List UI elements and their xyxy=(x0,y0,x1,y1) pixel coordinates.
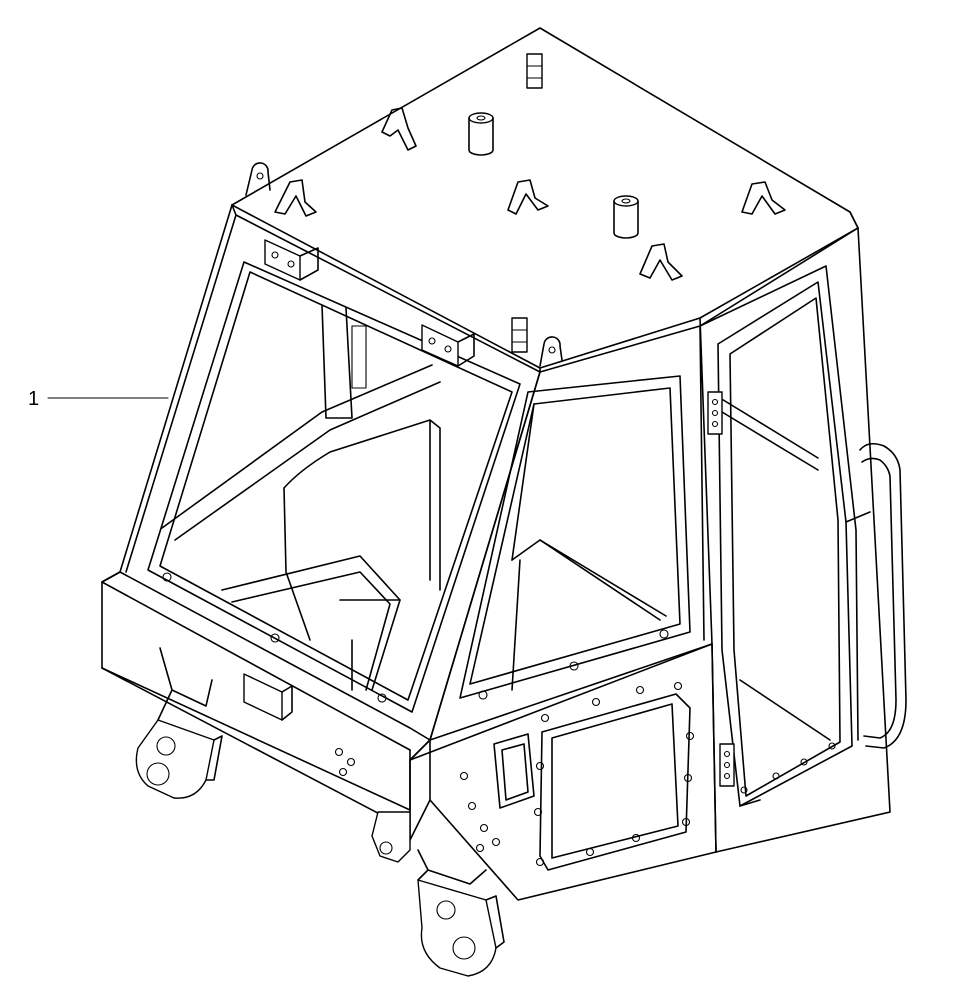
roof-cylinder-left xyxy=(468,112,494,156)
roof-bracket-2 xyxy=(274,179,317,217)
side-frame xyxy=(409,211,891,901)
lifting-eye-front xyxy=(539,336,563,367)
grab-handle xyxy=(859,442,907,749)
roof-bracket-4 xyxy=(741,181,786,215)
roof-block-front xyxy=(511,317,528,353)
roof-bracket-5 xyxy=(639,243,683,281)
rear-door-frame xyxy=(699,265,871,807)
roof-cylinder-right xyxy=(613,195,639,239)
front-frame xyxy=(101,204,541,841)
side-panel-holes xyxy=(459,629,695,867)
roof-block-top xyxy=(526,53,543,89)
interior-structure xyxy=(161,304,441,691)
mount-lug-front-left xyxy=(135,647,223,799)
roof-bracket-1 xyxy=(381,107,417,151)
front-panel-holes xyxy=(162,572,387,777)
roof-bracket-3 xyxy=(507,179,549,215)
callout-label-1: 1 xyxy=(28,388,40,410)
front-mount-plate xyxy=(243,673,293,721)
lifting-eye-left xyxy=(245,162,271,196)
mount-lug-front-right xyxy=(371,811,411,863)
interior-floor xyxy=(511,539,667,691)
mount-lug-rear xyxy=(417,849,505,977)
